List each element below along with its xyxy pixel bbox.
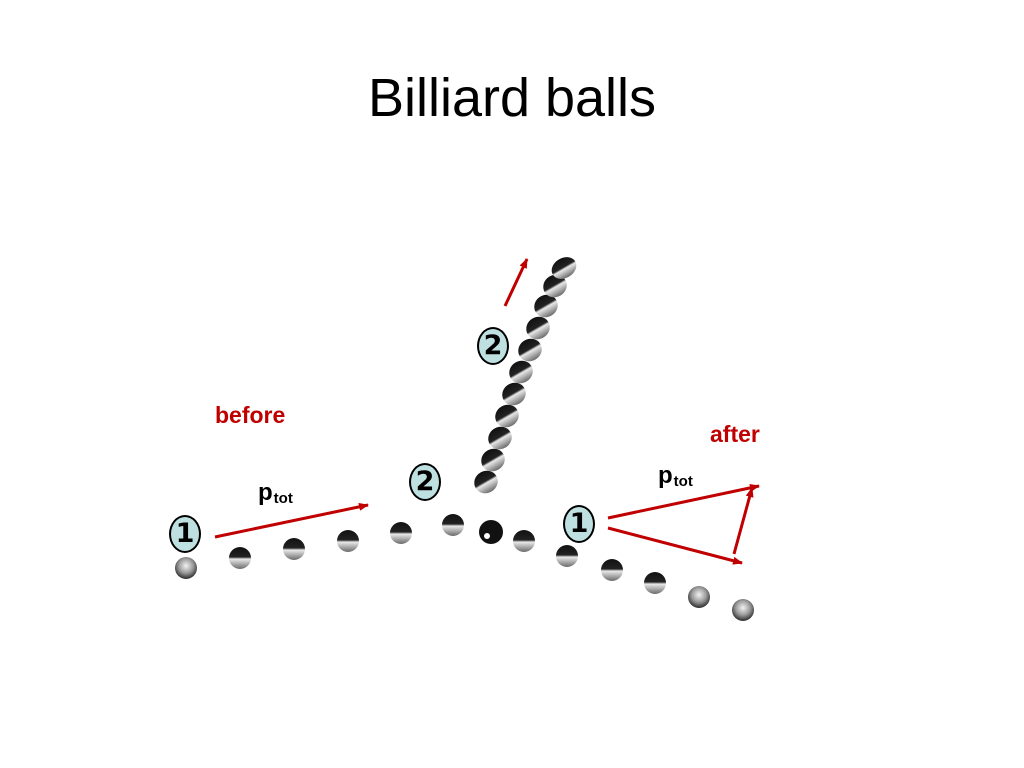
ball-1-image bbox=[442, 514, 464, 536]
velocity-arrow-ball-2 bbox=[503, 258, 529, 307]
ball-1-image bbox=[175, 557, 197, 579]
ball-2-image bbox=[495, 404, 519, 428]
ball-1-image bbox=[688, 586, 710, 608]
ball-2-image bbox=[474, 470, 498, 494]
ball-2-image bbox=[518, 338, 542, 362]
ball-1-image bbox=[390, 522, 412, 544]
ball-2-badge-before: 2 bbox=[409, 463, 441, 501]
after-label: after bbox=[710, 421, 760, 447]
ball-1-image bbox=[229, 547, 251, 569]
ball-1-trail-after bbox=[513, 530, 754, 621]
ball-1-image bbox=[479, 520, 503, 544]
momentum-subscript: tot bbox=[273, 490, 293, 507]
ball-1-image bbox=[337, 530, 359, 552]
ball-2-image bbox=[534, 294, 558, 318]
momentum-arrow-before bbox=[214, 502, 369, 539]
ball-2-image bbox=[543, 274, 567, 298]
ptot-before-label: ptot bbox=[258, 479, 293, 508]
ball-1-badge-before: 1 bbox=[169, 515, 201, 553]
ball-1-image bbox=[283, 538, 305, 560]
ball-2-image bbox=[551, 257, 577, 279]
momentum-arrow-after-total bbox=[607, 483, 760, 520]
ball-1-highlight bbox=[484, 533, 490, 539]
ball-1-image bbox=[556, 545, 578, 567]
before-label: before bbox=[215, 402, 286, 428]
momentum-subscript: tot bbox=[673, 473, 693, 490]
ball-1-image bbox=[644, 572, 666, 594]
momentum-symbol: p bbox=[258, 479, 273, 506]
momentum-arrow-after-ball-2 bbox=[732, 487, 754, 555]
ball-2-badge-after: 2 bbox=[477, 327, 509, 365]
ball-2-image bbox=[509, 360, 533, 384]
ball-2-image bbox=[488, 426, 512, 450]
ball-1-image bbox=[732, 599, 754, 621]
ball-1-trail-before bbox=[175, 514, 503, 579]
slide-title: Billiard balls bbox=[367, 68, 657, 128]
momentum-arrow-after-ball-1 bbox=[607, 526, 743, 565]
ball-2-image bbox=[526, 316, 550, 340]
momentum-symbol: p bbox=[658, 462, 673, 489]
ball-1-image bbox=[601, 559, 623, 581]
ball-2-trail bbox=[474, 257, 577, 494]
ptot-after-label: ptot bbox=[658, 462, 693, 491]
ball-1-image bbox=[513, 530, 535, 552]
ball-2-image bbox=[502, 382, 526, 406]
ball-1-badge-after: 1 bbox=[563, 505, 595, 543]
ball-2-image bbox=[481, 448, 505, 472]
